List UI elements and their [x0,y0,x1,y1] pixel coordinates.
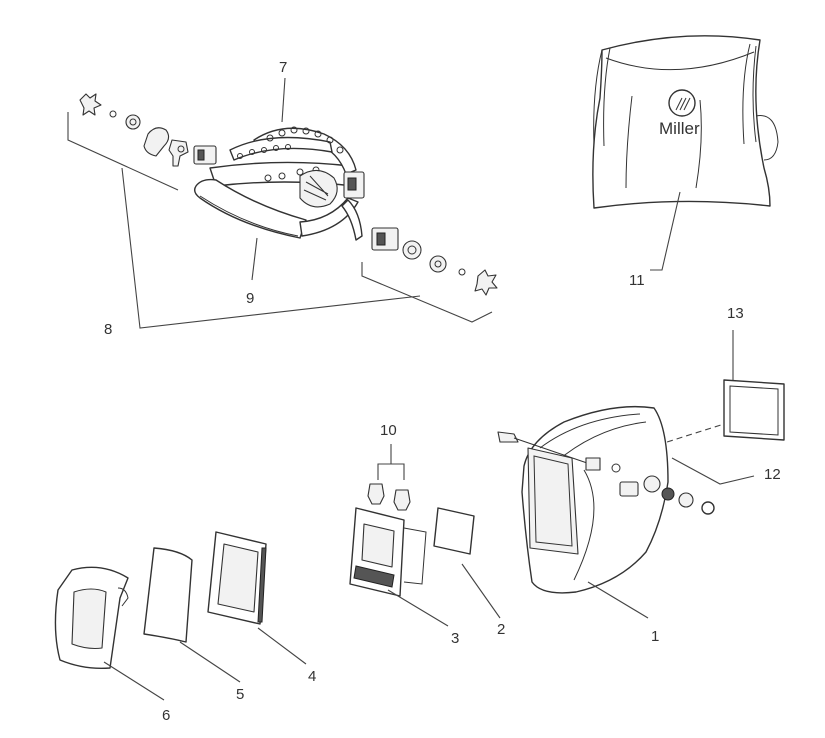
leader-8 [121,167,421,329]
bracket-left [67,112,179,191]
helmet-washer-4 [701,501,715,515]
ratchet-gear-left [143,127,170,157]
left-hardware [79,93,217,167]
side-knob-left [497,431,519,443]
helmet-washer-2 [661,487,675,501]
leader-9 [251,237,258,281]
leader-5 [179,641,241,683]
side-mount [619,481,639,497]
headband-side [341,199,363,241]
outer-lens [723,379,785,441]
helmet-washer-1 [643,475,661,493]
callout-3: 3 [451,630,459,647]
sweatband [193,178,307,239]
callout-13: 13 [727,305,744,322]
callout-5: 5 [236,686,244,703]
storage-bag: Miller 11 [592,35,779,289]
bracket-right [361,262,493,323]
leader-1 [587,581,649,619]
headgear-assembly: 7 9 8 [67,59,498,338]
washer-small-left [109,110,117,118]
right-hardware [371,227,498,296]
clip-right [393,489,411,511]
lens-holder-6: 6 [54,566,170,724]
callout-10: 10 [380,422,397,439]
leader-6 [103,661,165,701]
bag-strap-right [755,115,779,161]
strap-holes [237,126,344,182]
bag-body [592,35,771,209]
cartridge-bracket [403,527,427,585]
crown-strap [229,136,333,161]
leader-11 [650,191,681,271]
callout-8: 8 [104,321,112,338]
clips-10: 10 [367,422,411,511]
callout-1: 1 [651,628,659,645]
cartridge-window [361,523,395,568]
washer-left [125,114,141,130]
adjustment-knob-right [474,269,498,296]
adjustment-knob-left [79,93,102,116]
washer-right [429,255,447,273]
helmet-window [527,447,579,555]
leader-2 [461,563,501,619]
miller-logo [668,89,696,117]
callout-12: 12 [764,466,781,483]
pivot-left [168,139,189,167]
filter-4: 4 [207,531,316,685]
leader-3 [387,589,449,627]
leader-4 [257,627,307,665]
callout-4: 4 [308,668,316,685]
callout-9: 9 [246,290,254,307]
bracket-10 [377,463,405,480]
holder-window [71,588,107,650]
leader-7 [281,77,286,123]
front-cover-lens [143,547,193,643]
cover-lens-5: 5 [143,547,244,703]
ratchet-gear-right [402,240,422,260]
inside-lens [433,507,475,555]
callout-11: 11 [629,272,645,289]
filter-glass [217,543,259,613]
leader-12 [671,457,755,485]
headgear-frame [193,126,365,241]
callout-6: 6 [162,707,170,724]
bag-brand-text: Miller [659,119,700,138]
callout-7: 7 [279,59,287,76]
cover-lens-13: 13 [647,305,785,449]
callout-2: 2 [497,621,505,638]
helmet-washer-3 [678,492,694,508]
washer-small-right [458,268,466,276]
bag-drawstrings [593,43,757,147]
bag-hem [605,51,755,71]
cartridge-controls [353,565,395,588]
cartridge-3: 3 [349,507,459,647]
inside-lens-2: 2 [433,507,505,638]
clip-left [367,483,385,505]
mount-block-left [193,145,217,165]
helmet-shell: 12 1 [497,405,781,645]
